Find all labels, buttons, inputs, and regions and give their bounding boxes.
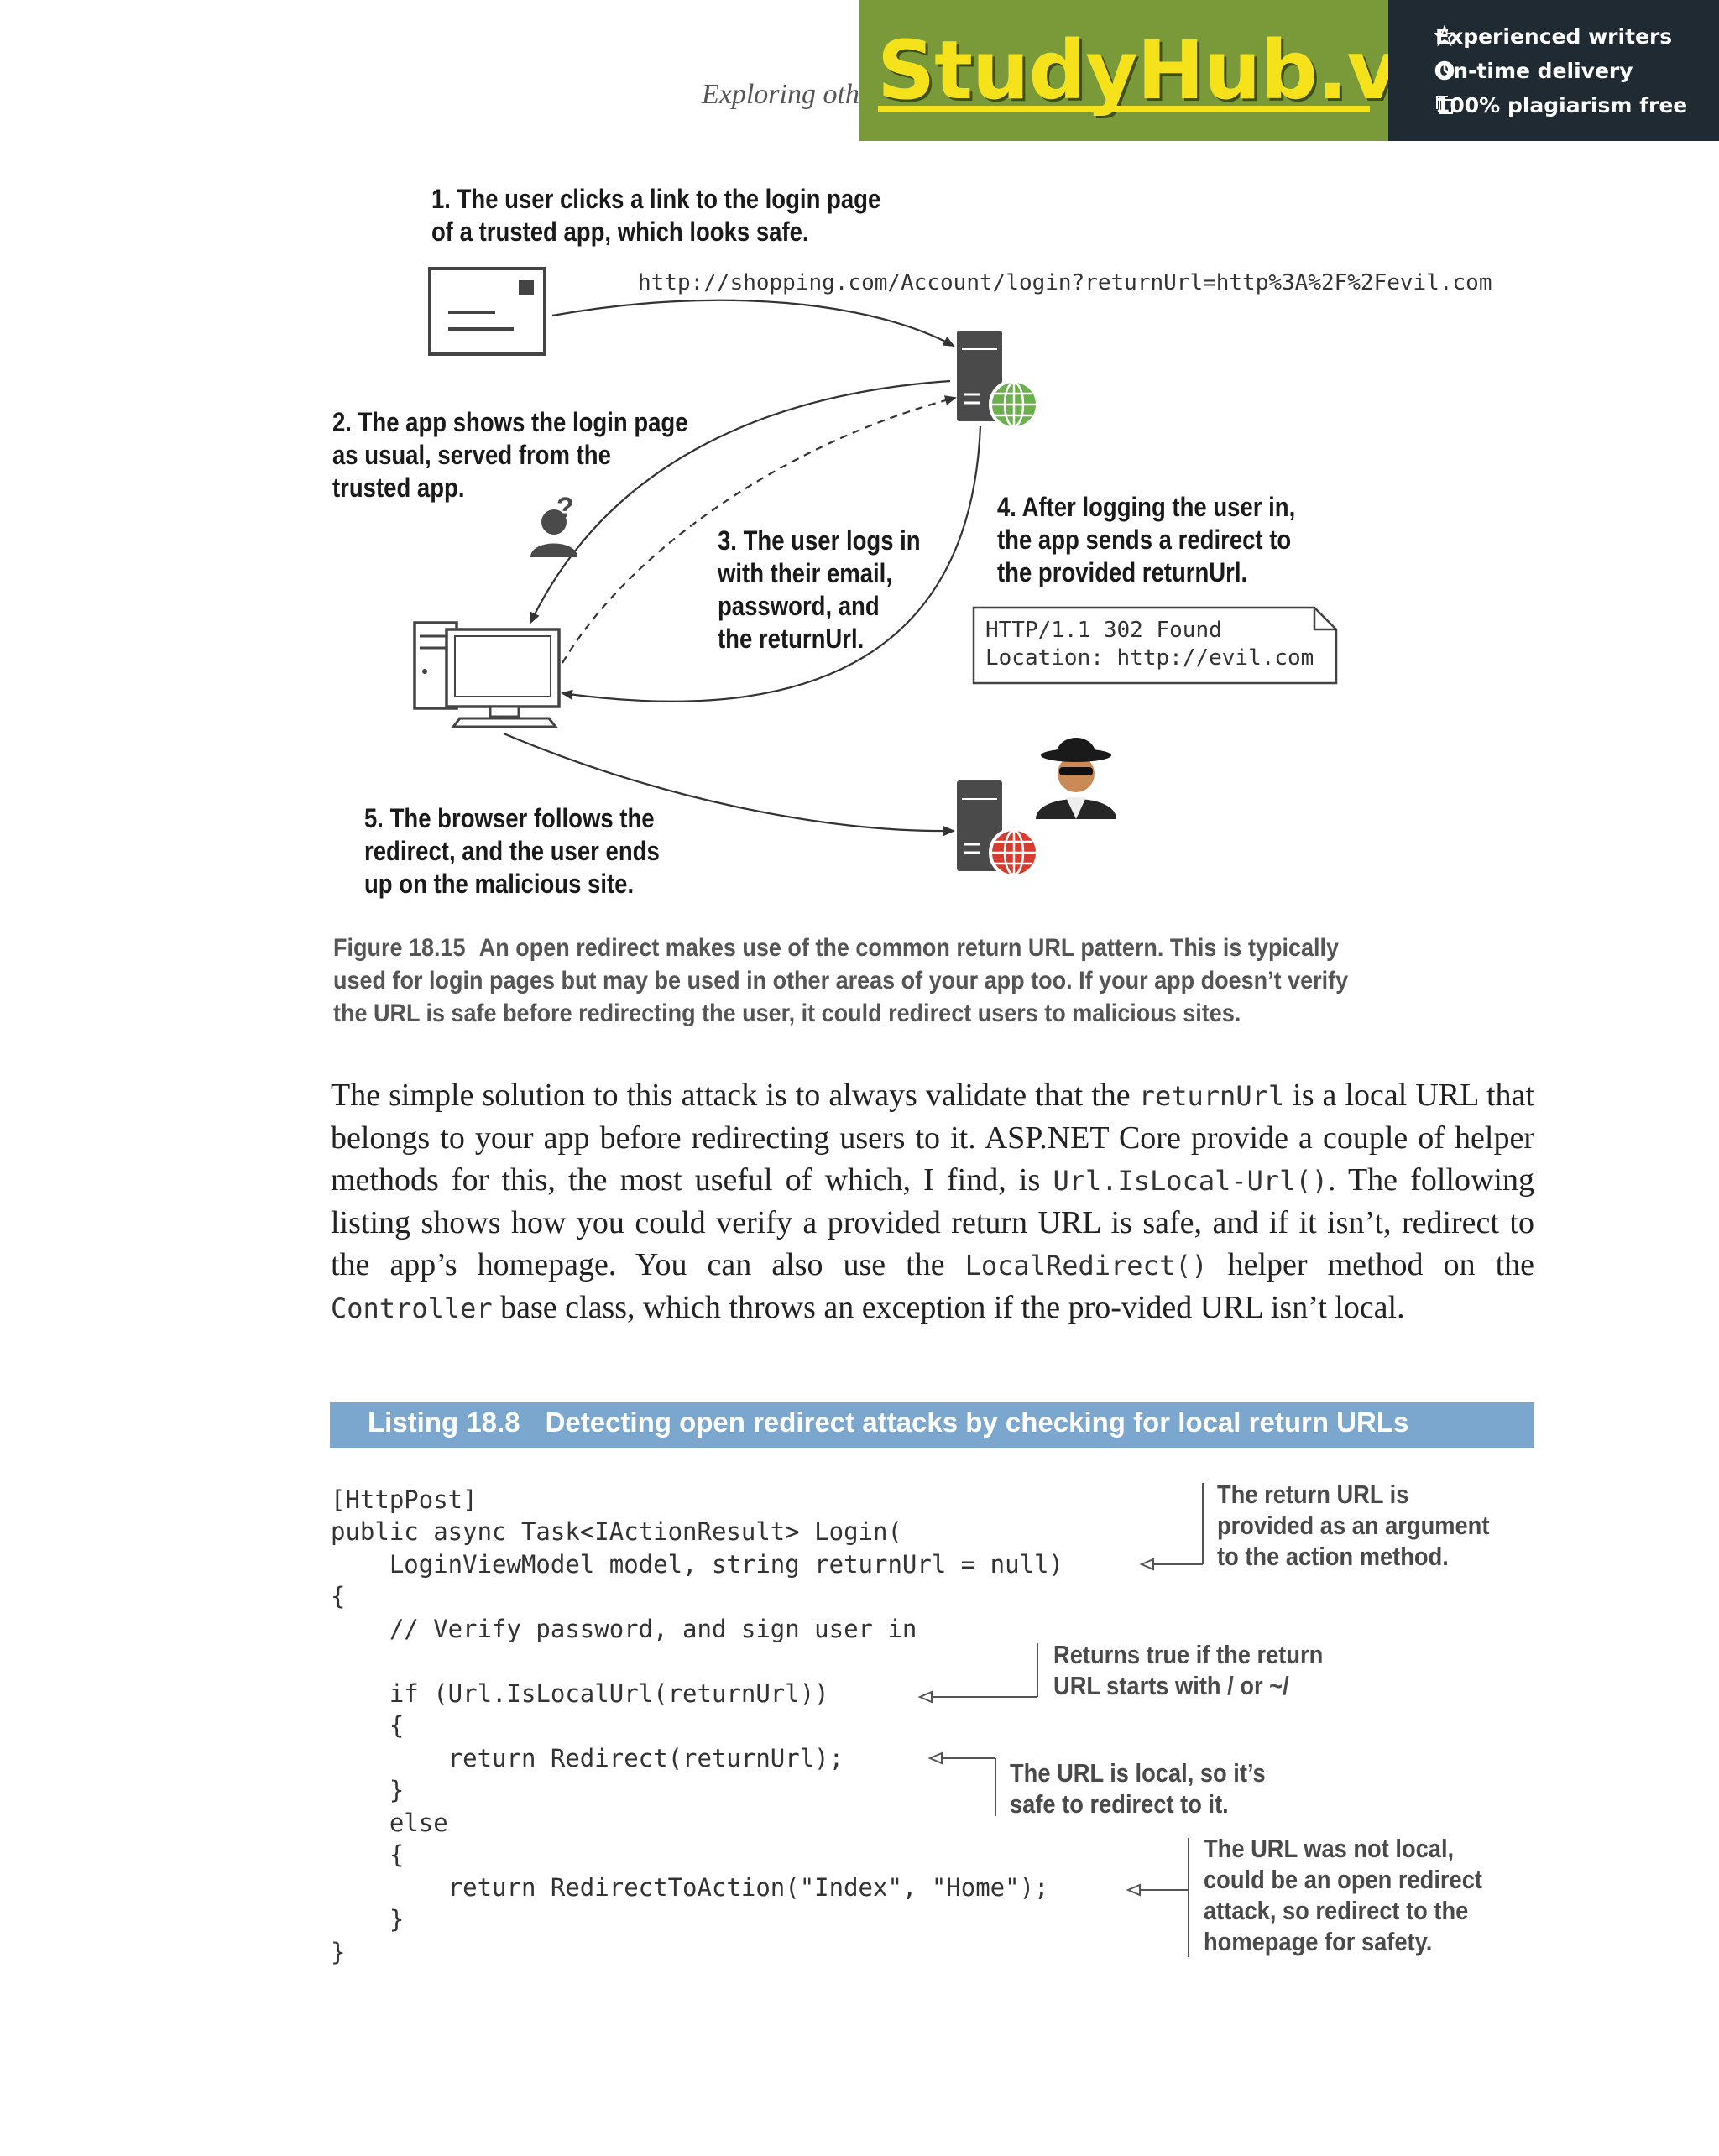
globe-icon [989, 827, 1039, 878]
hacker-icon [1036, 738, 1116, 819]
code-line: } [331, 1776, 405, 1804]
envelope-icon [428, 267, 546, 356]
code-line: // Verify password, and sign user in [331, 1615, 917, 1643]
arrow-redirect-to-browser [561, 425, 982, 702]
user-question-icon [530, 509, 577, 557]
malicious-link-url: http://shopping.com/Account/login?return… [638, 270, 1492, 295]
listing-title: Listing 18.8 Detecting open redirect atta… [368, 1407, 1408, 1438]
copy-icon [1436, 96, 1453, 114]
question-mark: ? [556, 492, 574, 524]
globe-icon [989, 379, 1039, 430]
code-line: { [331, 1840, 405, 1869]
banner-underline [878, 106, 1370, 112]
annotation-not-local: The URL was not local,could be an open r… [1204, 1834, 1482, 1956]
step1-label: 1. The user clicks a link to the login p… [431, 184, 881, 247]
code-line: public async Task<IActionResult> Login( [331, 1517, 902, 1546]
annotation-connectors [917, 1483, 1204, 1957]
body-paragraph: The simple solution to this attack is to… [331, 1078, 1534, 1325]
code-line: if (Url.IsLocalUrl(returnUrl)) [331, 1679, 829, 1708]
redirect-diagram [413, 267, 1338, 878]
code-line: { [331, 1582, 346, 1610]
figure-number: Figure 18.15 [333, 934, 466, 962]
banner-brand-panel [860, 0, 1388, 141]
response-box [972, 606, 1338, 685]
code-line: return Redirect(returnUrl); [331, 1744, 844, 1772]
banner-features-panel [1388, 0, 1719, 141]
star-icon [1434, 25, 1455, 47]
listing-number: Listing 18.8 [368, 1407, 520, 1438]
code-line: LoginViewModel model, string returnUrl =… [331, 1550, 1063, 1579]
code-line: } [331, 1938, 346, 1966]
code-line: { [331, 1711, 405, 1740]
banner-feature-2: On-time delivery [1435, 59, 1633, 83]
figure-caption-text: An open redirect makes use of the common… [333, 934, 1349, 1027]
listing-title-text: Detecting open redirect attacks by check… [545, 1407, 1409, 1438]
code-line: } [331, 1905, 405, 1934]
code-line: [HttpPost] [331, 1485, 478, 1514]
banner-feature-3: 100% plagiarism free [1435, 93, 1688, 117]
banner-feature-1: Experienced writers [1435, 24, 1673, 49]
listing-header-bar [330, 1402, 1534, 1448]
clock-icon [1434, 60, 1455, 81]
arrow-browser-login-dashed [562, 395, 957, 664]
code-line: return RedirectToAction("Index", "Home")… [331, 1873, 1049, 1902]
arrow-link-to-server [551, 299, 955, 347]
running-header: Exploring oth [702, 79, 860, 110]
code-line: else [331, 1809, 448, 1837]
step4-label: 4. After logging the user in,the app sen… [997, 492, 1296, 587]
arrow-server-to-browser [530, 379, 951, 624]
banner-brand-text: StudyHub.vip [877, 23, 1483, 117]
arrow-browser-to-evil [503, 732, 955, 837]
desktop-computer-icon [413, 621, 561, 728]
